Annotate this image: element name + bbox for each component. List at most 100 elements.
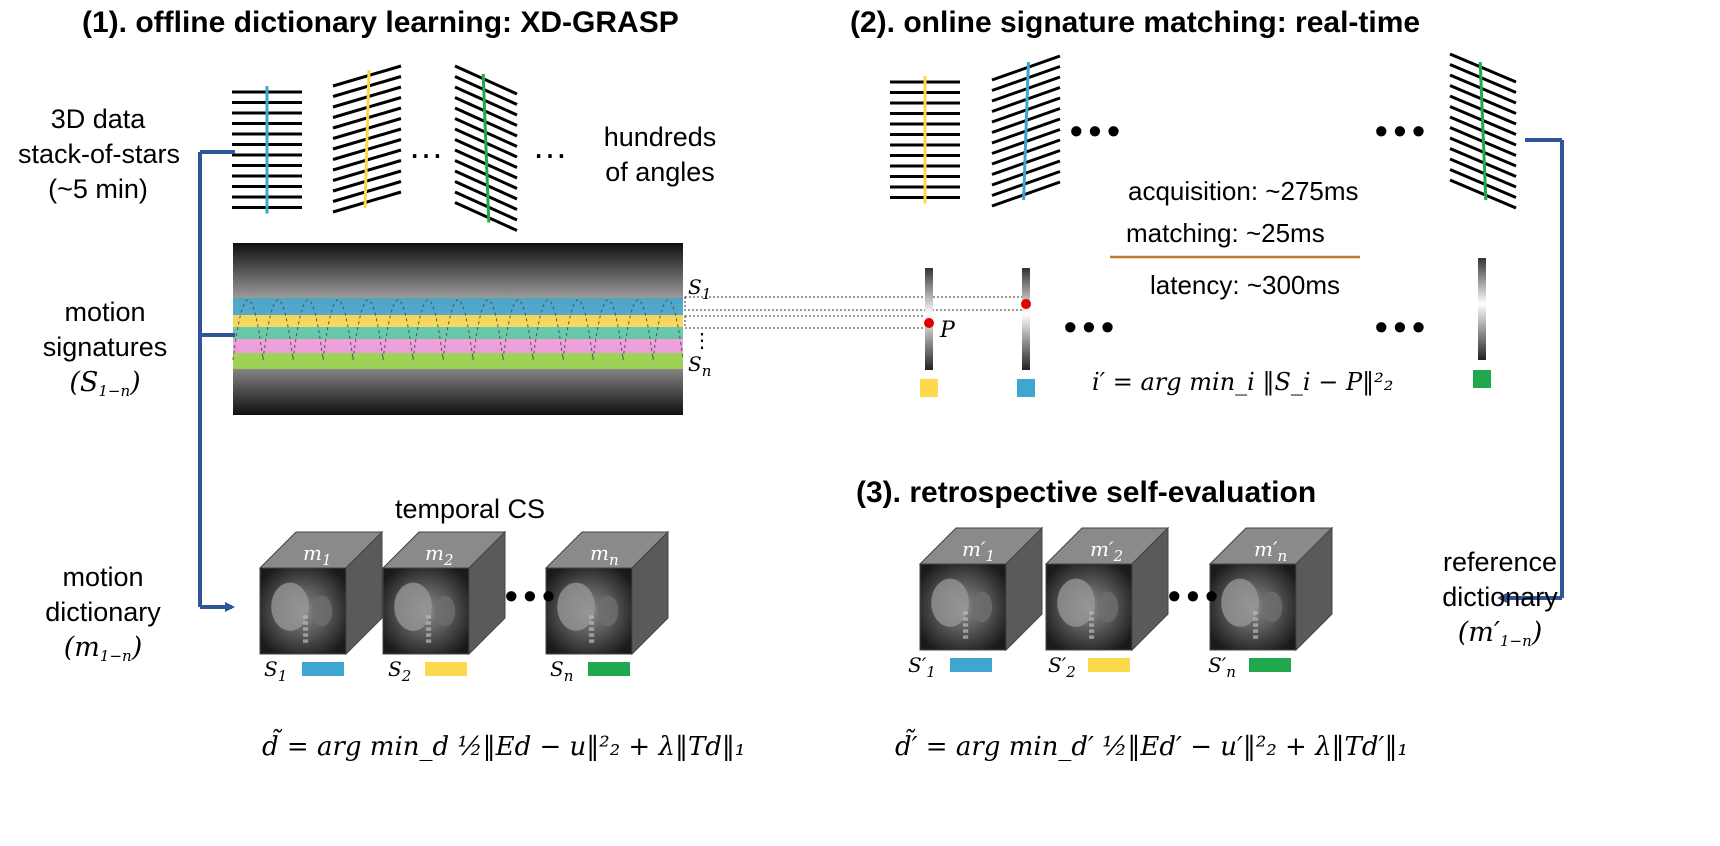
image-cube <box>1044 526 1170 652</box>
section1-title: (1). offline dictionary learning: XD-GRA… <box>82 6 679 39</box>
cube-ellipsis-2: ••• <box>1168 575 1224 616</box>
cube-ellipsis-1: ••• <box>505 575 561 616</box>
spoke-center-line <box>1022 61 1030 201</box>
cube-label-m1p: m′1 <box>962 537 996 565</box>
spoke-line <box>1449 52 1517 84</box>
heatmap-arc <box>382 299 414 361</box>
matching-time: matching: ~25ms <box>1126 218 1325 248</box>
signature-link-2 <box>684 315 929 329</box>
cube-swatch-1 <box>302 662 344 676</box>
cube-sig-sn: Sn <box>550 657 574 685</box>
heatmap-arc <box>502 299 534 361</box>
heatmap-arc <box>352 299 384 361</box>
cube-swatch-3 <box>588 662 630 676</box>
spoke-line <box>991 180 1061 208</box>
spoke-line <box>991 65 1061 92</box>
ellipsis-rt-1: ••• <box>1070 110 1126 151</box>
left-bracket-arrow <box>198 150 235 612</box>
spoke-line <box>454 75 518 106</box>
signature-bar-2 <box>1022 268 1030 370</box>
spoke-line <box>454 85 518 117</box>
image-cube <box>1208 526 1334 652</box>
cube-sig-s2: S2 <box>388 657 412 685</box>
label-temporal-cs: temporal CS <box>394 494 546 524</box>
spoke-line <box>454 190 518 222</box>
acquisition-time: acquisition: ~275ms <box>1128 176 1359 206</box>
spoke-line <box>991 170 1061 197</box>
cube-label-m2: m2 <box>425 541 454 569</box>
swatch-green-rt <box>1473 370 1491 388</box>
label-motion-dictionary: motion dictionary (m1−n) <box>45 562 161 665</box>
cube-sig-s1p: S′1 <box>908 653 936 681</box>
spoke-group-rt-3 <box>1449 52 1517 210</box>
matched-point <box>1021 299 1031 309</box>
heatmap-arc <box>562 299 594 361</box>
cube-sig-s2p: S′2 <box>1048 653 1076 681</box>
ellipsis-angles-1: … <box>408 125 450 166</box>
spoke-line <box>1449 178 1517 210</box>
section2-title: (2). online signature matching: real-tim… <box>850 6 1421 39</box>
spoke-group-3 <box>454 64 518 232</box>
signature-heatmap <box>232 243 684 415</box>
image-cube <box>258 530 384 656</box>
cube-label-mn: mn <box>590 541 619 569</box>
heatmap-arc <box>232 299 264 361</box>
spoke-line <box>332 75 402 98</box>
image-cube <box>544 530 670 656</box>
spoke-line <box>454 180 518 211</box>
ellipsis-angles-2: … <box>532 125 574 166</box>
cube-swatch-6 <box>1249 658 1291 672</box>
spoke-center-line <box>481 73 491 223</box>
cube-swatch-4 <box>950 658 992 672</box>
cube-label-mnp: m′n <box>1254 537 1288 565</box>
label-3d-data: 3D data stack-of-stars (~5 min) <box>18 104 181 204</box>
cube-swatch-2 <box>425 662 467 676</box>
heatmap-arc <box>652 299 684 361</box>
swatch-blue-rt <box>1017 379 1035 397</box>
cube-sig-snp: S′n <box>1208 653 1236 681</box>
signature-bar-3 <box>1478 258 1486 360</box>
point-label-p: P <box>940 318 955 343</box>
formula-self-evaluation: d̃′ = arg min_d′ ½‖Ed′ − u′‖²₂ + λ‖Td′‖₁ <box>895 732 1408 762</box>
cube-sig-s1: S1 <box>264 657 288 685</box>
formula-xd-grasp: d̃ = arg min_d ½‖Ed − u‖²₂ + λ‖Td‖₁ <box>262 732 746 762</box>
heatmap-arc <box>622 299 654 361</box>
sig-last-label: Sn <box>688 352 712 380</box>
heatmap-arc <box>262 299 294 361</box>
spoke-line <box>1449 168 1517 199</box>
spoke-group-rt-1 <box>890 76 960 204</box>
spoke-line <box>1449 73 1517 105</box>
label-motion-signatures: motion signatures (S1−n) <box>42 297 168 400</box>
heatmap-arc <box>442 299 474 361</box>
heatmap-arc <box>592 299 624 361</box>
heatmap-arc <box>472 299 504 361</box>
spoke-line <box>332 180 402 203</box>
image-cube <box>918 526 1044 652</box>
heatmap-arc <box>292 299 324 361</box>
spoke-group-rt-2 <box>991 54 1061 208</box>
cube-label-m1: m1 <box>303 541 332 569</box>
right-bracket-arrow <box>1497 138 1564 603</box>
sig-ellipsis: ⋮ <box>692 328 712 352</box>
section3-title: (3). retrospective self-evaluation <box>856 476 1317 509</box>
image-cube <box>381 530 507 656</box>
spoke-line <box>1449 157 1517 189</box>
ellipsis-rt-2: ••• <box>1375 110 1431 151</box>
swatch-yellow-rt <box>920 379 938 397</box>
ellipsis-rt-3: ••• <box>1064 306 1120 347</box>
ellipsis-rt-4: ••• <box>1375 306 1431 347</box>
spoke-group-2 <box>332 64 402 214</box>
spoke-line <box>1449 63 1517 94</box>
heatmap-arc <box>322 299 354 361</box>
spoke-group-1 <box>232 86 302 214</box>
spoke-line <box>454 201 518 232</box>
signature-link-1 <box>684 296 1024 311</box>
acquired-point-p <box>924 318 934 328</box>
cube-label-m2p: m′2 <box>1090 537 1124 565</box>
label-reference-dictionary: reference dictionary (m′1−n) <box>1442 547 1558 650</box>
heatmap-arc <box>412 299 444 361</box>
sig-first-label: S1 <box>688 275 712 303</box>
cube-swatch-5 <box>1088 658 1130 672</box>
spoke-line <box>454 64 518 96</box>
